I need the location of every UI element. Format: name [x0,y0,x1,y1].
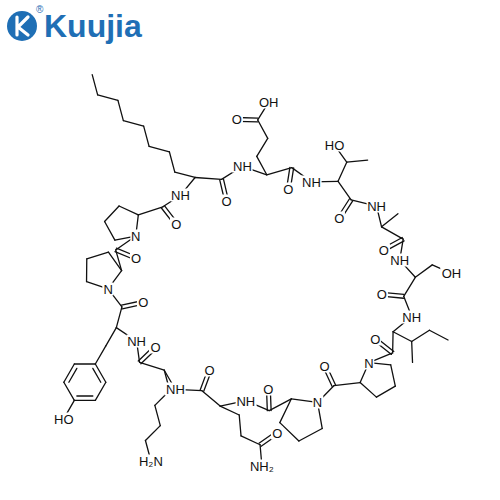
bond-line [195,177,221,179]
bond-line [393,332,412,342]
logo-icon [7,11,37,41]
bond-line [144,126,149,146]
atom-label: N [130,230,141,243]
atom-label: NH [126,335,147,348]
bond-line [95,346,106,364]
atom-label: NH [401,310,422,323]
bond-line [220,406,239,415]
bond-line [239,415,241,436]
logo-mark [17,17,28,35]
atom-label: O [130,252,142,265]
atom-label: NH [232,160,253,173]
bond-line [382,214,398,227]
bond-line [415,265,432,277]
bond-line [299,428,322,440]
bond-line [241,436,260,445]
bond-line [376,386,395,397]
watermark-text: ® [36,5,43,15]
atom-label: O [378,243,390,256]
bond-line [98,95,118,100]
atom-label: O [231,113,243,126]
bond-line [411,341,413,362]
bond-line [258,120,268,138]
atom-label: OH [441,267,463,280]
bond-line [116,307,122,328]
atom-label: O [333,212,345,225]
atom-label: O [318,359,330,372]
atom-label: N [312,396,323,409]
bond-line [412,330,430,341]
atom-label: O [221,194,233,207]
bond-line [119,206,138,215]
atom-label: HO [53,412,75,425]
bond-line [92,75,97,95]
bond-line [108,252,121,271]
bond-line [267,168,292,175]
bond-line [74,363,95,364]
atom-label: NH [366,200,387,213]
atom-label: O [376,288,388,301]
bond-line [64,364,75,382]
bond-line [95,364,106,382]
logo-circle [7,11,37,41]
bond-line [87,252,109,259]
atom-label: N [363,356,374,369]
bond-line [77,395,93,396]
atom-label: NH [389,254,410,267]
bond-line [429,330,448,340]
bond-line [382,227,404,239]
bond-line [202,391,220,406]
bond-line [175,172,195,177]
bond-line [338,162,347,181]
atom-label: O [271,426,283,439]
bond-line [140,362,165,370]
atom-label: NH [235,394,256,407]
bond-line [338,181,351,199]
bond-line [95,382,106,400]
bond-line [145,426,160,441]
bond-line [155,405,160,425]
atom-label: H₂N [138,454,164,467]
bond-line [74,400,95,401]
atom-label: OH [258,96,280,109]
atom-label: HO [324,139,346,152]
bond-line [106,328,117,346]
bond-line [169,152,174,172]
bond-line [123,121,143,126]
bond-line [64,382,75,400]
atom-label: O [204,364,216,377]
atom-label: NH [165,383,186,396]
bond-line [334,383,360,386]
atom-label: O [170,218,182,231]
bond-line [347,160,368,162]
bond-line [257,156,267,174]
atom-label: N [102,282,113,295]
bond-line [69,368,77,382]
bond-line [404,277,416,296]
bond-line [118,100,123,120]
atom-label: NH [170,189,191,202]
atom-label: O [149,341,161,354]
atom-label: O [262,382,274,395]
atom-label: O [282,183,294,196]
bond-line [360,383,376,398]
bond-line [86,259,88,282]
atom-label: O [369,333,381,346]
atom-label: NH₂ [249,459,275,472]
watermark-text: Kuujia [44,10,142,42]
bond-line [93,368,101,382]
bond-line [391,365,396,386]
atom-label: O [137,296,149,309]
bond-line [257,138,268,156]
atom-label: NH [301,175,322,188]
bond-line [280,399,292,423]
bond-line [138,207,163,215]
bond-line [105,222,115,241]
bond-line [105,206,119,222]
bond-line [149,146,169,151]
